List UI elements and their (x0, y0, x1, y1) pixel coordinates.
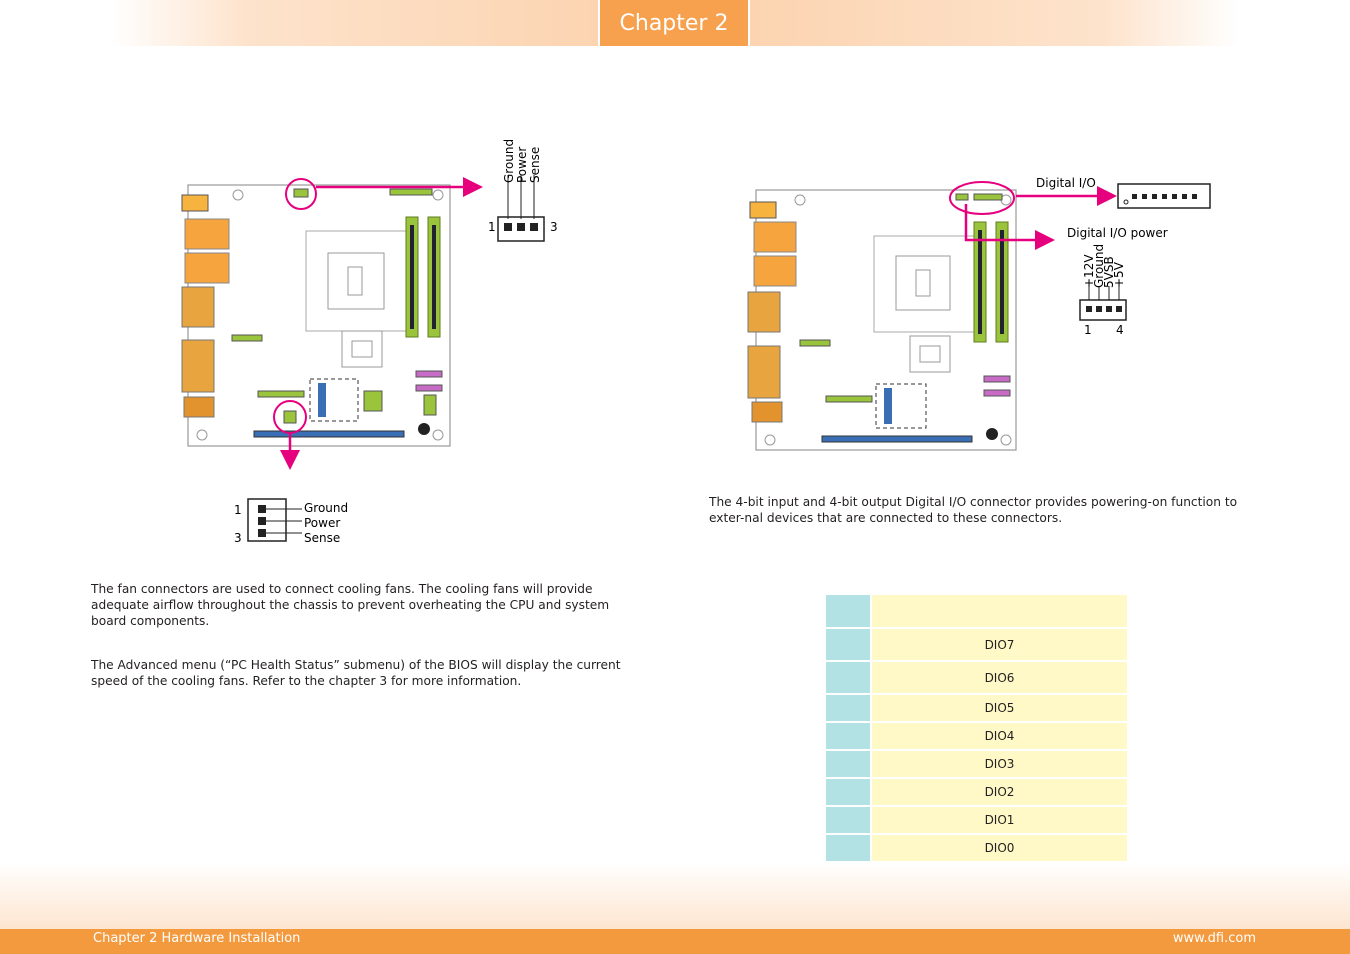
table-cell-pin (826, 722, 872, 751)
dio-power-pin-5vsb: 5VSB (1102, 256, 1116, 288)
fan-bottom-label-sense: Sense (304, 531, 340, 545)
fan-bottom-pin-first: 1 (234, 503, 242, 517)
fan-top-label-sense: Sense (528, 147, 542, 183)
table-cell-function: DIO6 (871, 661, 1127, 695)
table-row: DIO1 (826, 806, 1127, 835)
table-cell-function: DIO2 (871, 778, 1127, 807)
fan-top-label-power: Power (515, 147, 529, 183)
fan-board-diagram: Ground Power Sense 1 3 Ground Power Sens… (181, 139, 558, 545)
dio-power-connector-shape (1079, 299, 1127, 321)
table-header-pin (826, 595, 872, 629)
table-row: DIO2 (826, 778, 1127, 807)
table-header-function (871, 595, 1127, 629)
table-cell-pin (826, 628, 872, 662)
fan-bottom-label-ground: Ground (304, 501, 348, 515)
dio-power-pin-ground: Ground (1092, 244, 1106, 288)
fan-top-label-ground: Ground (502, 139, 516, 183)
footer-glow (0, 862, 1350, 930)
table-cell-function: DIO3 (871, 750, 1127, 779)
dio-power-pin-first: 1 (1084, 323, 1092, 337)
table-row: DIO4 (826, 722, 1127, 751)
cpu-fan-highlight (285, 178, 317, 210)
table-cell-pin (826, 806, 872, 835)
fan-top-pin-first: 1 (488, 220, 496, 234)
fan-paragraph-2: The Advanced menu (“PC Health Status” su… (91, 658, 621, 688)
table-cell-function: DIO0 (871, 834, 1127, 863)
footer-chapter-title: Chapter 2 Hardware Installation (93, 931, 301, 946)
table-row: DIO3 (826, 750, 1127, 779)
dio-power-pin-last: 4 (1116, 323, 1124, 337)
chapter-tab[interactable]: Chapter 2 (598, 0, 750, 46)
dio-highlight (949, 181, 1015, 215)
dio-pin-table: DIO7 DIO6 DIO5 DIO4 DIO3 DIO2 DIO1 DIO0 (826, 595, 1127, 863)
table-row: DIO0 (826, 834, 1127, 863)
table-row: DIO7 (826, 628, 1127, 662)
table-cell-pin (826, 750, 872, 779)
dio-power-label: Digital I/O power (1067, 226, 1168, 240)
fan-paragraph-1: The fan connectors are used to connect c… (91, 582, 610, 628)
table-cell-function: DIO1 (871, 806, 1127, 835)
table-cell-pin (826, 694, 872, 723)
table-cell-function: DIO4 (871, 722, 1127, 751)
table-cell-pin (826, 661, 872, 695)
dio-power-pin-5v: +5V (1112, 261, 1126, 288)
dio-header (973, 193, 1003, 201)
fan-bottom-label-power: Power (304, 516, 340, 530)
table-cell-pin (826, 778, 872, 807)
table-cell-function: DIO7 (871, 628, 1127, 662)
table-row: DIO6 (826, 661, 1127, 695)
table-cell-pin (826, 834, 872, 863)
dio-paragraph: The 4-bit input and 4-bit output Digital… (709, 495, 1238, 525)
system-fan-connector (283, 410, 297, 424)
footer-website-link[interactable]: www.dfi.com (1172, 931, 1256, 946)
table-header-row (826, 595, 1127, 629)
table-row: DIO5 (826, 694, 1127, 723)
dio-label: Digital I/O (1036, 176, 1096, 190)
dio-power-header (955, 193, 969, 201)
fan-connector-bottom-shape (247, 498, 287, 542)
dio-board-diagram: Digital I/O Digital I/O power +12V Groun… (747, 176, 1211, 451)
dio-power-pin-12v: +12V (1082, 254, 1096, 288)
table-cell-function: DIO5 (871, 694, 1127, 723)
footer-bar: Chapter 2 Hardware Installation www.dfi.… (0, 929, 1350, 954)
fan-bottom-pin-last: 3 (234, 531, 242, 545)
cpu-fan-connector (293, 188, 309, 198)
fan-top-pin-last: 3 (550, 220, 558, 234)
